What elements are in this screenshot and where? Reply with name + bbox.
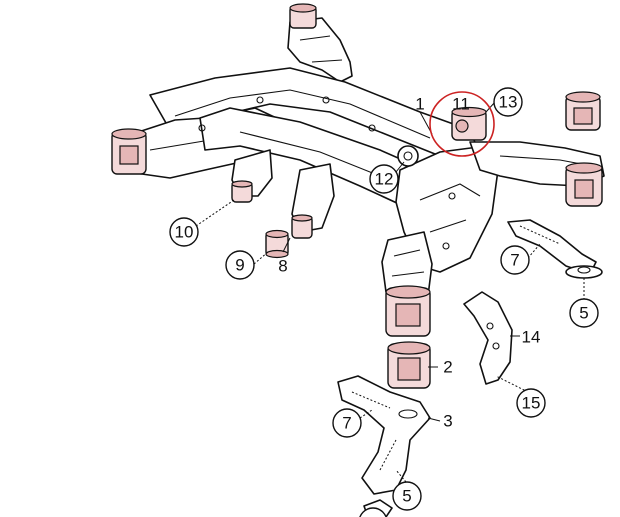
cut-off-callout-circle — [359, 507, 387, 517]
label-5-lower: 5 — [402, 487, 411, 506]
washer-right-5 — [565, 265, 603, 279]
label-9-circle — [225, 250, 255, 280]
label-9: 9 — [235, 256, 244, 275]
label-5-right-circle — [569, 298, 599, 328]
label-12: 12 — [375, 170, 394, 189]
label-7-right: 7 — [510, 251, 519, 270]
label-5-right: 5 — [579, 304, 588, 323]
bushing-right-arm — [565, 162, 603, 207]
bushing-8 — [291, 214, 313, 239]
label-7-lower: 7 — [342, 414, 351, 433]
label-3: 3 — [443, 412, 452, 431]
bushing-10 — [231, 180, 253, 203]
label-5-lower-circle — [392, 481, 422, 511]
label-1: 1 — [415, 95, 424, 114]
bracket-14 — [463, 291, 513, 385]
bushing-left — [111, 128, 147, 175]
subframe — [119, 17, 605, 301]
label-12-circle — [369, 164, 399, 194]
label-10-circle — [169, 217, 199, 247]
label-15: 15 — [522, 394, 541, 413]
label-11: 11 — [452, 95, 470, 114]
bushing-9 — [265, 229, 289, 259]
label-13-circle — [493, 87, 523, 117]
bushing-on-subframe — [385, 285, 431, 337]
bushing-right-upper — [565, 91, 601, 131]
label-2: 2 — [443, 358, 452, 377]
bushing-top — [289, 3, 317, 29]
bushing-2 — [387, 341, 431, 389]
bushing-11 — [451, 106, 487, 141]
label-7-lower-circle — [332, 408, 362, 438]
label-7-right-circle — [500, 245, 530, 275]
label-14: 14 — [522, 328, 541, 347]
label-8: 8 — [278, 257, 287, 276]
label-13: 13 — [499, 93, 518, 112]
callouts: 1 11 13 12 10 9 8 7 5 14 2 15 7 3 5 — [169, 87, 599, 517]
label-15-circle — [516, 388, 546, 418]
highlight-circle — [429, 91, 495, 157]
label-10: 10 — [175, 223, 194, 242]
